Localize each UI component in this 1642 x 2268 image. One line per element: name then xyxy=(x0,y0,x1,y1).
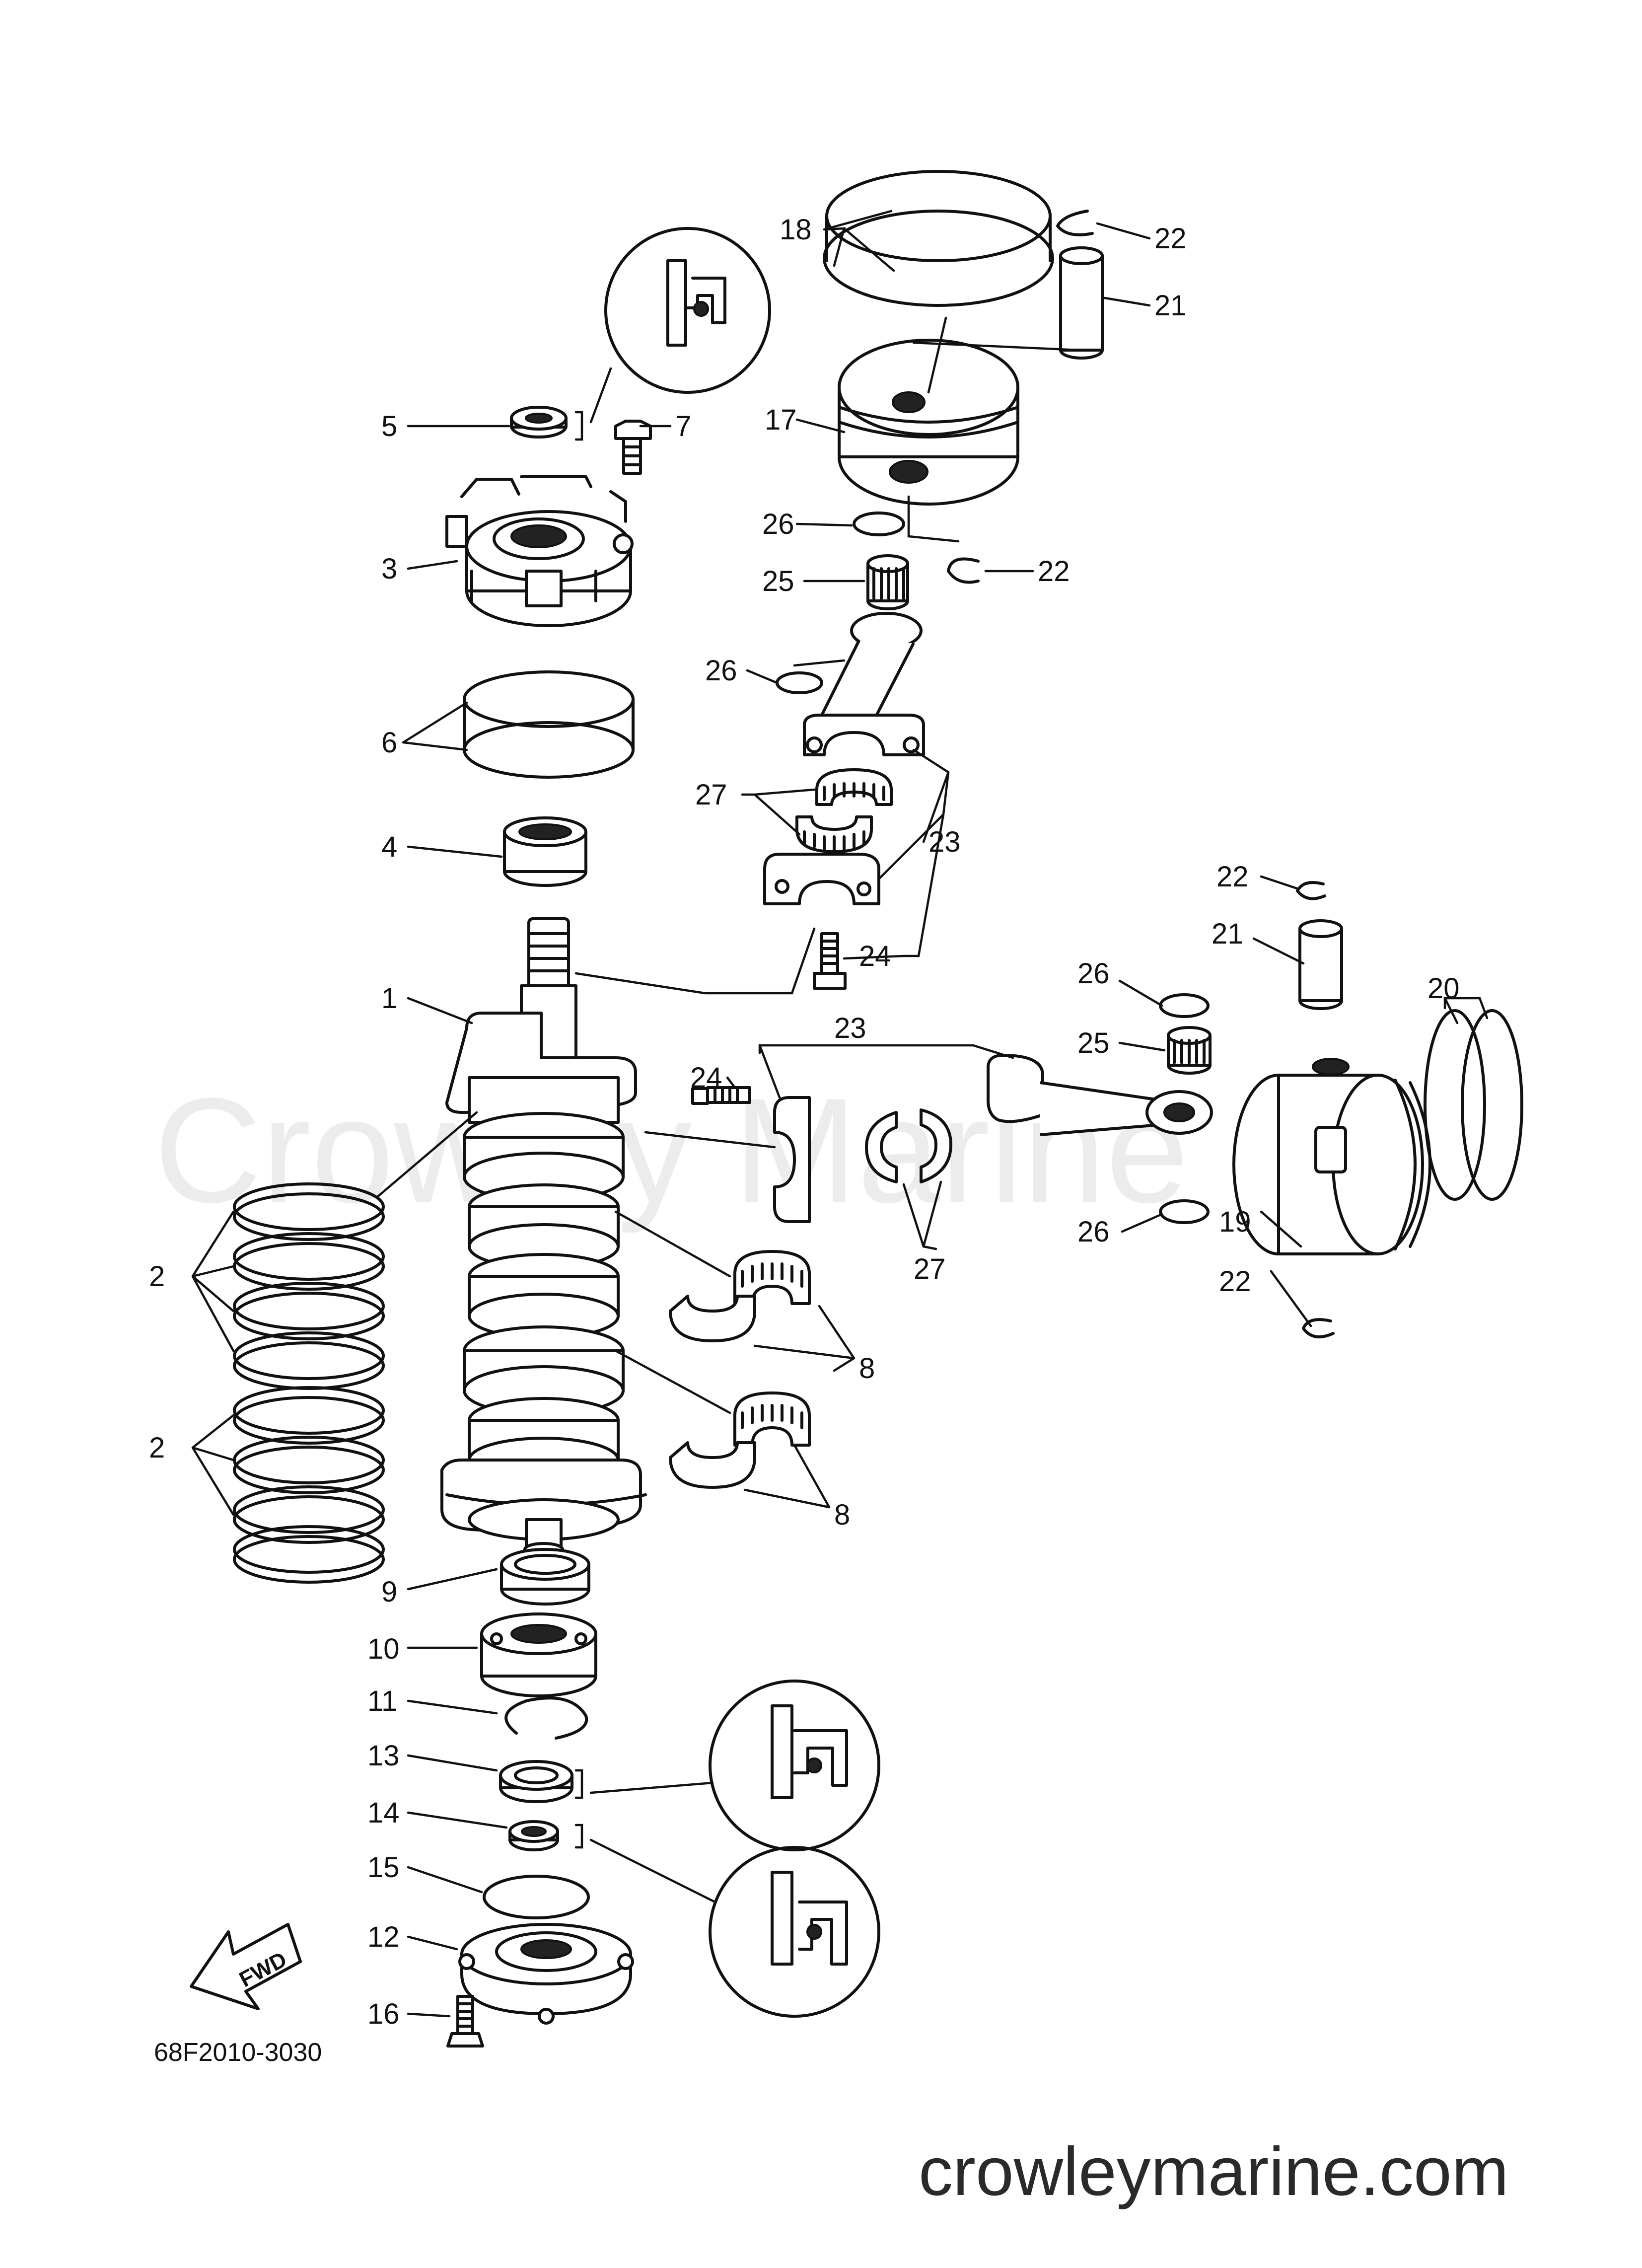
callout-24b: 24 xyxy=(690,1062,722,1094)
circlip-mid xyxy=(947,557,980,584)
callout-8a: 8 xyxy=(859,1352,875,1385)
callout-6: 6 xyxy=(381,727,397,759)
callout-22c: 22 xyxy=(1216,861,1249,893)
rod-bolt-right xyxy=(691,1086,751,1105)
rod-cap-upper xyxy=(763,853,880,905)
oil-seal-14 xyxy=(508,1820,559,1851)
crank-seal-rings-stack xyxy=(233,1182,385,1584)
callout-13: 13 xyxy=(367,1740,400,1772)
snap-ring-11 xyxy=(504,1696,588,1740)
callout-14: 14 xyxy=(367,1797,400,1829)
lower-bearing-housing-12 xyxy=(458,1923,634,2025)
callout-10: 10 xyxy=(367,1633,400,1665)
callout-22a: 22 xyxy=(1154,222,1187,255)
callout-9: 9 xyxy=(381,1576,397,1608)
main-bearing-8-b xyxy=(669,1391,811,1489)
detail-circle-top xyxy=(574,227,771,441)
callout-12: 12 xyxy=(367,1921,400,1953)
callout-25a: 25 xyxy=(762,565,794,597)
rod-bolt-upper xyxy=(813,932,847,990)
callout-21b: 21 xyxy=(1212,918,1244,950)
callout-15: 15 xyxy=(367,1851,400,1884)
site-url: crowleymarine.com xyxy=(919,2133,1509,2210)
callout-11: 11 xyxy=(367,1685,397,1717)
callout-2b: 2 xyxy=(149,1432,165,1464)
callout-20: 20 xyxy=(1428,972,1460,1005)
seal-ring-9 xyxy=(500,1548,590,1606)
washer-26-d xyxy=(1159,1199,1210,1224)
rod-cap-right xyxy=(773,1096,811,1223)
callout-7: 7 xyxy=(675,410,691,442)
fwd-arrow-icon: FWD xyxy=(190,1923,302,2010)
callout-4: 4 xyxy=(381,831,397,863)
needle-bearing-4 xyxy=(503,816,587,887)
callout-26a: 26 xyxy=(762,508,794,540)
piston-rings-20 xyxy=(1424,1009,1523,1201)
crankshaft xyxy=(440,917,647,1557)
callout-26c: 26 xyxy=(1077,957,1110,990)
circlip-top xyxy=(1056,210,1094,236)
oil-seal-13 xyxy=(499,1760,573,1803)
callout-25b: 25 xyxy=(1077,1027,1110,1059)
callout-23a: 23 xyxy=(928,826,961,858)
big-end-bearings-27-right xyxy=(865,1108,952,1183)
callout-26d: 26 xyxy=(1077,1216,1110,1248)
callout-22b: 22 xyxy=(1038,555,1070,587)
callout-21a: 21 xyxy=(1154,290,1187,322)
main-bearing-8-a xyxy=(669,1250,811,1342)
callout-27b: 27 xyxy=(914,1253,946,1285)
callout-8b: 8 xyxy=(834,1499,850,1531)
callout-26b: 26 xyxy=(705,655,737,687)
piston-pin-upper xyxy=(1059,246,1104,360)
callout-23b: 23 xyxy=(834,1012,866,1044)
circlip-right-top xyxy=(1296,881,1326,900)
o-rings-6 xyxy=(463,670,635,779)
connecting-rod-upper xyxy=(803,612,925,756)
detail-circle-mid xyxy=(574,1680,880,1851)
o-ring-15 xyxy=(483,1875,590,1919)
leader-lines xyxy=(191,210,1489,2018)
piston-upper xyxy=(838,339,1019,506)
piston-pin-right xyxy=(1298,919,1343,1010)
oil-seal-top xyxy=(510,406,568,439)
callout-1: 1 xyxy=(381,982,397,1015)
washer-26-c xyxy=(1159,993,1210,1018)
callout-19: 19 xyxy=(1219,1206,1251,1238)
callout-22d: 22 xyxy=(1219,1265,1251,1298)
callout-2a: 2 xyxy=(149,1260,165,1293)
big-end-bearings-27-upper xyxy=(795,768,893,853)
washer-26-a xyxy=(853,512,905,536)
callout-18: 18 xyxy=(780,214,812,246)
detail-circle-bottom xyxy=(574,1824,880,2018)
callout-16: 16 xyxy=(367,1998,400,2030)
circlip-right-bottom xyxy=(1302,1318,1335,1338)
callout-17: 17 xyxy=(765,404,797,436)
bolt-7 xyxy=(614,420,652,475)
callout-24a: 24 xyxy=(859,940,891,972)
connecting-rod-right xyxy=(987,1054,1213,1136)
upper-bearing-housing xyxy=(445,475,634,627)
washer-26-b xyxy=(776,671,823,694)
piston-rings-18 xyxy=(823,170,1054,307)
piston-right xyxy=(1232,1058,1431,1255)
small-end-bearing-25 xyxy=(866,554,909,610)
callout-3: 3 xyxy=(381,553,397,585)
ball-bearing-10 xyxy=(480,1612,597,1697)
callout-5: 5 xyxy=(381,410,397,442)
callout-27a: 27 xyxy=(695,779,727,811)
callout-labels: 1 2 2 3 4 5 6 7 8 8 9 10 11 12 13 14 15 … xyxy=(149,214,1460,2030)
bolt-16 xyxy=(446,1995,484,2048)
small-end-bearing-25-right xyxy=(1167,1026,1212,1075)
drawing-code: 68F2010-3030 xyxy=(154,2038,322,2067)
